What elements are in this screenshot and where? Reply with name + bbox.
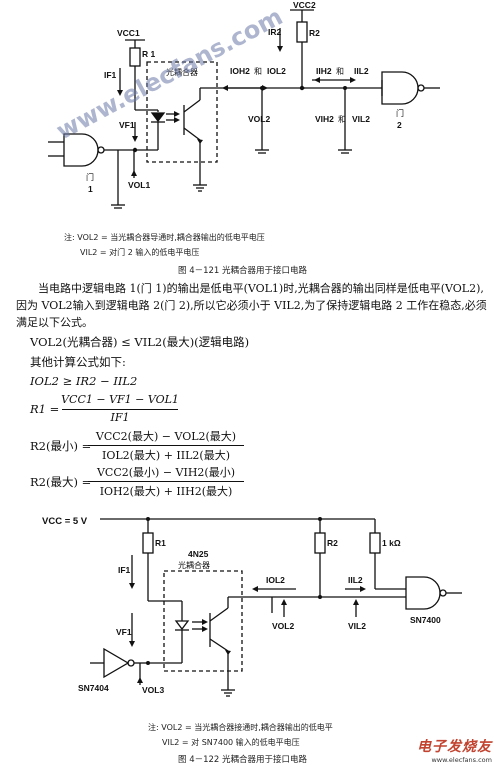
- vol1-label: VOL1: [128, 180, 150, 190]
- vol2-label: VOL2: [248, 114, 270, 124]
- gate2-number: 2: [397, 120, 402, 130]
- iih2-label: IIH2: [316, 66, 332, 76]
- vil2-label-122: VIL2: [348, 621, 366, 631]
- gate2-label: 门: [396, 108, 404, 118]
- vol3-label: VOL3: [142, 685, 164, 695]
- equation-5-lhs: R2(最大) =: [30, 475, 92, 489]
- equation-3-lhs: R1 =: [30, 402, 60, 416]
- equation-5-bar: [88, 481, 244, 482]
- r2-label-122: R2: [327, 538, 338, 548]
- site-logo-url: www.elecfans.com: [431, 756, 492, 764]
- site-logo-text: 电子发烧友: [417, 739, 492, 755]
- vcc2-label: VCC2: [293, 0, 316, 10]
- sn7404-label: SN7404: [78, 683, 109, 693]
- if1-label: IF1: [104, 70, 117, 80]
- and-label-3: 和: [338, 115, 346, 124]
- gate1-label: 门: [86, 172, 94, 182]
- figure-122-circuit: VCC = 5 V R1 R2 1 kΩ 4N25 光耦合器 IF1 VF1 I…: [42, 516, 462, 697]
- sn7400-label: SN7400: [410, 615, 441, 625]
- r2-label: R2: [309, 28, 320, 38]
- line-other-formulas: 其他计算公式如下:: [30, 355, 126, 369]
- equation-2: IOL2 ≥ IR2 − IIL2: [30, 374, 138, 388]
- vcc1-label: VCC1: [117, 28, 140, 38]
- site-logo: 电子发烧友 www.elecfans.com: [404, 736, 492, 764]
- ioh2-label: IOH2: [230, 66, 250, 76]
- gate1-number: 1: [88, 184, 93, 194]
- iol2-label: IOL2: [267, 66, 286, 76]
- vf1-label-122: VF1: [116, 627, 132, 637]
- equation-5-numerator: VCC2(最小) − VIH2(最小): [96, 466, 236, 479]
- optocoupler-label: 光耦合器: [166, 67, 198, 77]
- equation-3-denominator: IF1: [110, 411, 130, 424]
- equation-1: VOL2(光耦合器) ≤ VIL2(最大)(逻辑电路): [30, 335, 250, 349]
- vol2-label-122: VOL2: [272, 621, 294, 631]
- iol2-label-122: IOL2: [266, 575, 285, 585]
- vcc-label: VCC = 5 V: [42, 516, 88, 527]
- r1-label-122: R1: [155, 538, 166, 548]
- equation-3-bar: [62, 409, 178, 410]
- equation-4-lhs: R2(最小) =: [30, 439, 92, 453]
- fig121-note-1: 注: VOL2 = 当光耦合器导通时,耦合器输出的低电平电压: [64, 233, 265, 242]
- iil2-label: IIL2: [354, 66, 369, 76]
- fig121-caption: 图 4－121 光耦合器用于接口电路: [178, 266, 308, 276]
- fig122-caption: 图 4－122 光耦合器用于接口电路: [178, 755, 308, 765]
- fig122-note-2: VIL2 = 对 SN7400 输入的低电平电压: [162, 738, 300, 747]
- equation-4-bar: [88, 445, 244, 446]
- vil2-label: VIL2: [352, 114, 370, 124]
- if1-label-122: IF1: [118, 565, 131, 575]
- equation-5-denominator: IOH2(最大) + IIH2(最大): [99, 485, 233, 498]
- vih2-label: VIH2: [315, 114, 334, 124]
- paragraph-1: 当电路中逻辑电路 1(门 1)的输出是低电平(VOL1)时,光耦合器的输出同样是…: [16, 282, 487, 329]
- fig122-note-1: 注: VOL2 = 当光耦合器接通时,耦合器输出的低电平: [148, 723, 333, 732]
- fig121-note-2: VIL2 = 对门 2 输入的低电平电压: [80, 248, 200, 257]
- equation-4-numerator: VCC2(最大) − VOL2(最大): [95, 430, 237, 443]
- ir2-label: IR2: [268, 27, 282, 37]
- equation-3-numerator: VCC1 − VF1 − VOL1: [61, 393, 179, 406]
- iil2-label-122: IIL2: [348, 575, 363, 585]
- equation-4-denominator: IOL2(最大) + IIL2(最大): [101, 449, 231, 462]
- figure-121-circuit: VCC1 R 1 IF1 VF1 光耦合器 VCC2 R2 IR2 IOH2 和…: [48, 0, 440, 209]
- r1-label: R 1: [142, 49, 156, 59]
- part-4n25-label: 4N25: [188, 549, 209, 559]
- resistor-1k-label: 1 kΩ: [382, 538, 401, 548]
- optocoupler-label-122: 光耦合器: [178, 560, 210, 570]
- vf1-label: VF1: [119, 120, 135, 130]
- and-label-2: 和: [336, 67, 344, 76]
- and-label-1: 和: [254, 67, 262, 76]
